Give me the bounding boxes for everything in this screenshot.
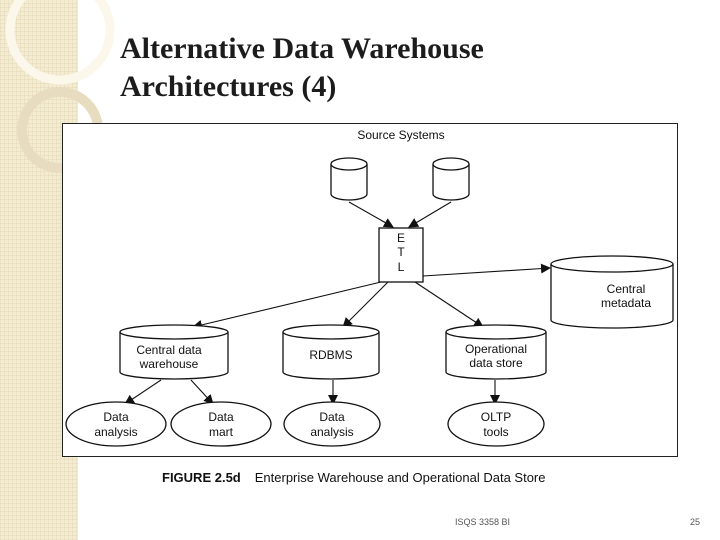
ods-label-2: data store: [469, 356, 523, 370]
figure-caption: FIGURE 2.5d Enterprise Warehouse and Oper…: [162, 470, 662, 485]
slide-title-line-2: Architectures (4): [120, 70, 337, 103]
slide-title-line-1: Alternative Data Warehouse: [120, 32, 484, 65]
data-analysis-left-label-1: Data: [103, 410, 129, 424]
slide-page-number: 25: [690, 517, 701, 527]
central-warehouse-label-1: Central data: [136, 343, 202, 357]
oltp-tools-node: [447, 401, 545, 447]
central-metadata-label-1: Central: [607, 282, 646, 296]
data-analysis-mid-label-2: analysis: [310, 425, 353, 439]
etl-box: [378, 227, 424, 283]
etl-letter-e: E: [397, 231, 405, 245]
rdbms-db-icon: [282, 324, 380, 380]
figure-caption-text: Enterprise Warehouse and Operational Dat…: [254, 470, 546, 485]
source-system-db-icon: [432, 157, 470, 201]
oltp-tools-label-1: OLTP: [481, 410, 511, 424]
data-mart-label-1: Data: [208, 410, 234, 424]
oltp-tools-label-2: tools: [483, 425, 508, 439]
source-systems-label: Source Systems: [357, 128, 444, 142]
data-mart-node: [170, 401, 272, 447]
etl-letter-l: L: [398, 260, 405, 274]
operational-data-store-db-icon: [445, 324, 547, 380]
figure-caption-label: FIGURE 2.5d: [162, 470, 241, 485]
architecture-diagram: Source Systems E T L: [65, 128, 674, 447]
central-metadata-label-2: metadata: [601, 296, 651, 310]
ods-label-1: Operational: [465, 342, 527, 356]
connector-arrows: [124, 201, 551, 405]
rdbms-label: RDBMS: [309, 348, 352, 362]
central-warehouse-label-2: warehouse: [139, 357, 199, 371]
central-metadata-db-icon: [550, 255, 674, 329]
data-analysis-left-label-2: analysis: [94, 425, 137, 439]
central-warehouse-db-icon: [119, 324, 229, 380]
data-analysis-left-node: [65, 401, 167, 447]
data-analysis-mid-node: [283, 401, 381, 447]
etl-letter-t: T: [397, 245, 405, 259]
data-analysis-mid-label-1: Data: [319, 410, 345, 424]
footer-course-code: ISQS 3358 BI: [455, 517, 511, 527]
data-mart-label-2: mart: [209, 425, 234, 439]
slide-title: Alternative Data Warehouse Architectures…: [120, 30, 680, 106]
architecture-figure: Source Systems E T L: [62, 123, 678, 457]
source-system-db-icon: [330, 157, 368, 201]
